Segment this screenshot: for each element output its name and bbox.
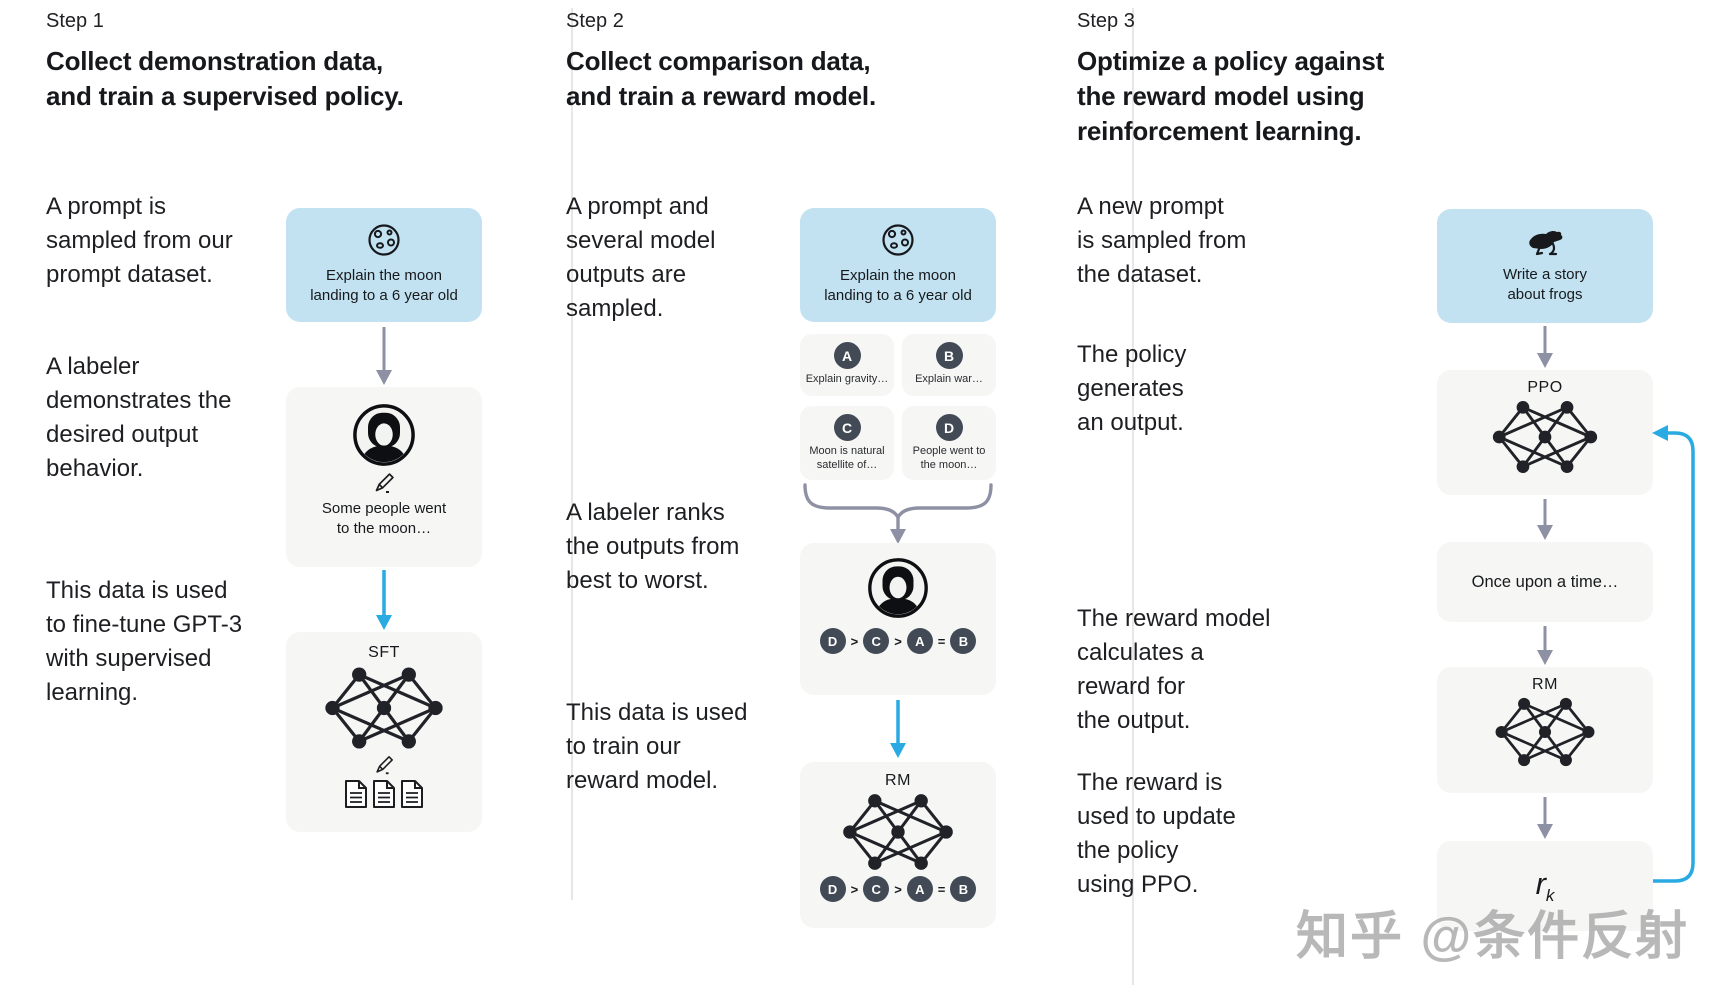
- option-text: People went to the moon…: [912, 445, 986, 471]
- rank-badge: A: [906, 628, 933, 654]
- neural-network-icon: [322, 664, 446, 752]
- output-text: Once upon a time…: [1471, 572, 1619, 591]
- model-label: SFT: [368, 644, 400, 661]
- ppo-policy-box: PPO: [1437, 370, 1653, 495]
- model-label: PPO: [1527, 379, 1563, 396]
- reward-value-box: rk: [1437, 841, 1653, 931]
- rank-badge: D: [819, 628, 846, 654]
- step3-caption-prompt: A new prompt is sampled from the dataset…: [1077, 193, 1247, 288]
- pencil-icon: [372, 471, 396, 495]
- pencil-icon: [373, 754, 395, 776]
- labeler-avatar-icon: [352, 403, 416, 467]
- rank-badge: C: [863, 628, 890, 654]
- train-arrow: [376, 570, 392, 630]
- step3-prompt-box: Write a story about frogs: [1437, 209, 1653, 323]
- step1-caption-prompt: A prompt is sampled from our prompt data…: [46, 193, 233, 288]
- rank-badge: D: [819, 876, 846, 902]
- neural-network-icon: [1492, 695, 1598, 769]
- rank-operator: >: [850, 881, 859, 897]
- brace-connector: [803, 483, 993, 544]
- rm-reward-box: RM: [1437, 667, 1653, 793]
- step2-caption-train: This data is used to train our reward mo…: [566, 699, 748, 794]
- step1-prompt-box: Explain the moon landing to a 6 year old: [286, 208, 482, 322]
- option-text: Explain gravity…: [805, 373, 889, 385]
- rank-badge: A: [906, 876, 933, 902]
- down-arrow: [1537, 499, 1553, 540]
- column-divider: [1132, 8, 1134, 985]
- neural-network-icon: [1489, 398, 1601, 476]
- step2-title: Collect comparison data, and train a rew…: [566, 46, 876, 111]
- rank-operator: >: [894, 633, 902, 649]
- option-text: Explain war…: [915, 373, 983, 385]
- step2-caption-sampled: A prompt and several model outputs are s…: [566, 193, 716, 322]
- moon-icon: [365, 221, 403, 259]
- model-label: RM: [885, 772, 911, 789]
- step1-caption-labeler: A labeler demonstrates the desired outpu…: [46, 353, 232, 482]
- step2-label: Step 2: [566, 10, 624, 32]
- down-arrow: [1537, 626, 1553, 665]
- option-badge: C: [833, 414, 861, 441]
- prompt-text: Explain the moon landing to a 6 year old: [310, 267, 458, 304]
- step3-title: Optimize a policy against the reward mod…: [1077, 46, 1385, 146]
- ranking-row: D > C > A = B: [819, 628, 977, 654]
- option-box-d: D People went to the moon…: [902, 406, 996, 480]
- rank-operator: >: [894, 881, 902, 897]
- step3-caption-policy: The policy generates an output.: [1077, 341, 1187, 436]
- step1-title: Collect demonstration data, and train a …: [46, 46, 404, 111]
- demonstration-text: Some people went to the moon…: [321, 500, 447, 537]
- rank-badge: C: [863, 876, 890, 902]
- rm-model-box: RM D > C > A = B: [800, 762, 996, 928]
- step3-caption-update: The reward is used to update the policy …: [1077, 769, 1236, 898]
- rank-operator: >: [850, 633, 859, 649]
- option-badge: D: [935, 414, 963, 441]
- moon-icon: [879, 221, 917, 259]
- option-badge: A: [833, 342, 861, 369]
- down-arrow: [1537, 797, 1553, 839]
- rank-badge: B: [950, 628, 977, 654]
- step2-caption-ranks: A labeler ranks the outputs from best to…: [566, 499, 740, 594]
- prompt-text: Explain the moon landing to a 6 year old: [824, 267, 972, 304]
- rank-badge: B: [950, 876, 977, 902]
- train-arrow: [890, 700, 906, 758]
- sft-model-box: SFT: [286, 632, 482, 832]
- option-box-a: A Explain gravity…: [800, 334, 894, 396]
- reward-symbol: rk: [1535, 865, 1555, 906]
- column-divider: [571, 8, 573, 900]
- step2-labeler-box: D > C > A = B: [800, 543, 996, 695]
- step1-labeler-box: Some people went to the moon…: [286, 387, 482, 567]
- down-arrow: [376, 327, 392, 385]
- step1-caption-finetune: This data is used to fine-tune GPT-3 wit…: [46, 577, 243, 706]
- watermark: 知乎 @条件反射: [1296, 908, 1690, 966]
- labeler-avatar-icon: [867, 557, 929, 619]
- rank-operator: =: [937, 633, 946, 649]
- step3-caption-reward: The reward model calculates a reward for…: [1077, 605, 1271, 734]
- model-output-box: Once upon a time…: [1437, 542, 1653, 622]
- loop-arrow: [1652, 425, 1695, 883]
- neural-network-icon: [839, 791, 957, 873]
- down-arrow: [1537, 326, 1553, 368]
- step2-prompt-box: Explain the moon landing to a 6 year old: [800, 208, 996, 322]
- documents-icon: [344, 779, 424, 809]
- option-box-c: C Moon is natural satellite of…: [800, 406, 894, 480]
- prompt-text: Write a story about frogs: [1503, 266, 1587, 303]
- option-text: Moon is natural satellite of…: [809, 445, 885, 471]
- step1-label: Step 1: [46, 10, 104, 32]
- model-label: RM: [1532, 676, 1558, 693]
- option-badge: B: [935, 342, 963, 369]
- step3-label: Step 3: [1077, 10, 1135, 32]
- rank-operator: =: [937, 881, 946, 897]
- ranking-row: D > C > A = B: [819, 876, 977, 902]
- option-box-b: B Explain war…: [902, 334, 996, 396]
- frog-icon: [1525, 226, 1565, 258]
